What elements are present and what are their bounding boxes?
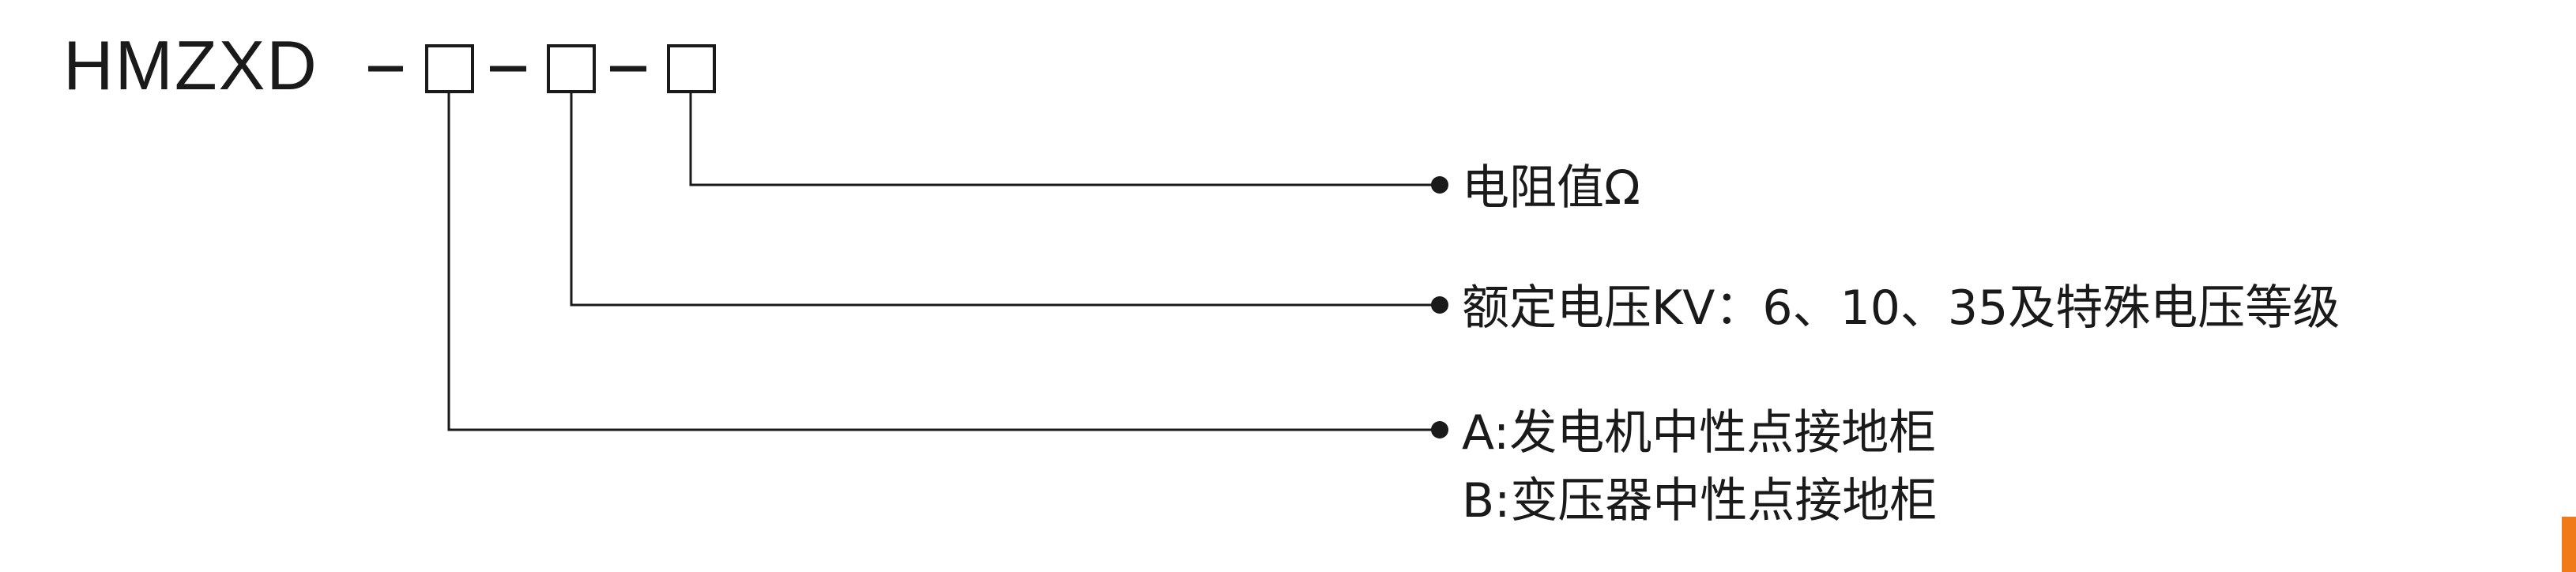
connector-voltage — [570, 92, 1438, 307]
accent-mark — [2562, 517, 2576, 572]
bullet-cabinet — [1431, 421, 1448, 438]
placeholder-box-1 — [425, 44, 474, 93]
connector-cabinet — [447, 92, 1438, 431]
placeholder-box-3 — [667, 44, 716, 93]
placeholder-box-2 — [547, 44, 596, 93]
model-code-prefix: HMZXD — [63, 26, 318, 104]
option-resistance-label: 电阻值Ω — [1462, 160, 1640, 216]
option-cabinet-label-a: A:发电机中性点接地柜 — [1462, 405, 1937, 461]
bullet-voltage — [1431, 296, 1448, 314]
option-cabinet-label-b: B:变压器中性点接地柜 — [1462, 473, 1938, 529]
bullet-resistance — [1431, 176, 1448, 194]
connector-resistance — [689, 92, 1438, 186]
option-voltage-label: 额定电压KV：6、10、35及特殊电压等级 — [1462, 280, 2341, 336]
